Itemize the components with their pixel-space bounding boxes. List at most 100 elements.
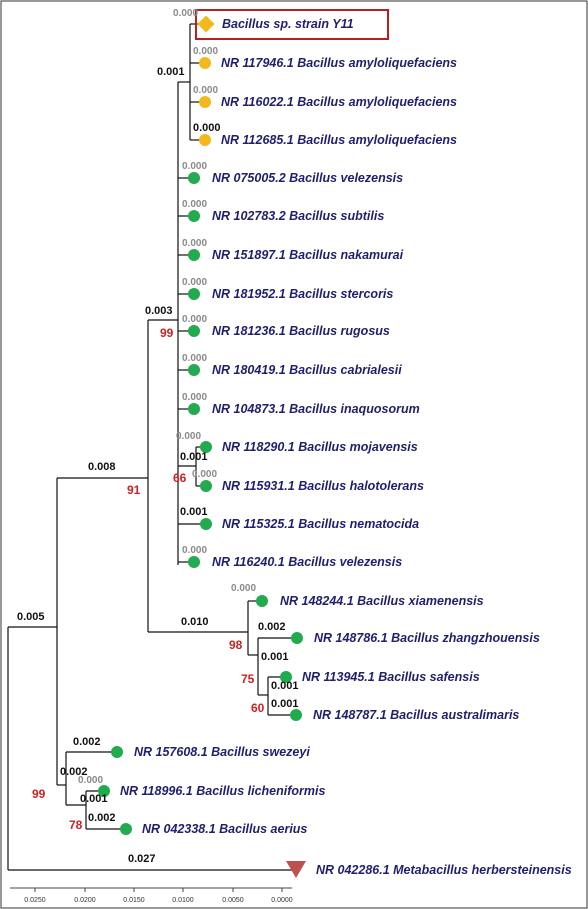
distance-axis: 0.0250 0.0200 0.0150 0.0100 0.0050 0.000… (10, 887, 293, 904)
taxon-label: NR 115325.1 Bacillus nematocida (222, 517, 419, 531)
taxon-label: NR 075005.2 Bacillus velezensis (212, 171, 403, 185)
taxon-label: NR 042286.1 Metabacillus herbersteinensi… (316, 863, 572, 877)
taxon-label: NR 116240.1 Bacillus velezensis (212, 555, 402, 569)
leaf-markers (98, 15, 306, 878)
circle-marker (188, 403, 200, 415)
taxon-label: NR 117946.1 Bacillus amyloliquefaciens (221, 56, 457, 70)
branch-length-label: 0.001 (261, 651, 289, 663)
branch-length-label: 0.001 (80, 793, 108, 805)
taxon-label: NR 181952.1 Bacillus stercoris (212, 287, 393, 301)
taxon-label: NR 118290.1 Bacillus mojavensis (222, 440, 418, 454)
circle-marker (188, 288, 200, 300)
branch-length-label: 0.000 (182, 392, 207, 403)
circle-marker (280, 671, 292, 683)
taxon-label: NR 118996.1 Bacillus licheniformis (120, 784, 325, 798)
circle-marker (200, 480, 212, 492)
branch-length-label: 0.000 (176, 431, 201, 442)
branch-length-label: 0.000 (182, 545, 207, 556)
circle-marker (291, 632, 303, 644)
branch-length-label: 0.001 (180, 451, 208, 463)
tree-branches (7, 23, 297, 871)
bootstrap-value: 99 (32, 787, 46, 801)
taxon-label: NR 113945.1 Bacillus safensis (302, 670, 480, 684)
circle-marker (199, 57, 211, 69)
diamond-marker (197, 15, 215, 33)
focal-strain-box (195, 9, 389, 40)
axis-tick-label: 0.0150 (123, 897, 145, 904)
circle-marker (120, 823, 132, 835)
taxon-label: Bacillus sp. strain Y11 (222, 17, 354, 31)
circle-marker (111, 746, 123, 758)
bootstrap-value: 98 (229, 638, 243, 652)
branch-length-label: 0.027 (128, 853, 156, 865)
bootstrap-value: 75 (241, 672, 255, 686)
branch-length-label: 0.000 (182, 161, 207, 172)
branch-length-label: 0.010 (181, 616, 209, 628)
axis-tick-label: 0.0200 (74, 897, 96, 904)
taxon-label: NR 181236.1 Bacillus rugosus (212, 324, 390, 338)
branch-length-label: 0.008 (88, 461, 116, 473)
circle-marker (188, 364, 200, 376)
circle-marker (188, 172, 200, 184)
branch-length-label: 0.002 (258, 621, 286, 633)
branch-length-label: 0.005 (17, 611, 45, 623)
bootstrap-value: 78 (69, 818, 83, 832)
branch-length-label: 0.001 (157, 66, 185, 78)
bootstrap-value: 60 (251, 701, 265, 715)
branch-length-label: 0.000 (231, 583, 256, 594)
taxon-label: NR 116022.1 Bacillus amyloliquefaciens (221, 95, 457, 109)
branch-length-label: 0.001 (271, 680, 299, 692)
taxon-labels: Bacillus sp. strain Y11 NR 117946.1 Baci… (120, 17, 572, 877)
branch-length-label: 0.000 (182, 353, 207, 364)
branch-length-label: 0.000 (182, 238, 207, 249)
taxon-label: NR 042338.1 Bacillus aerius (142, 822, 307, 836)
circle-marker (188, 249, 200, 261)
branch-length-label: 0.002 (60, 766, 88, 778)
branch-length-labels: 0.000 0.000 0.000 0.000 0.001 0.000 0.00… (17, 8, 299, 865)
branch-length-label: 0.000 (182, 314, 207, 325)
bootstrap-value: 91 (127, 483, 141, 497)
circle-marker (188, 210, 200, 222)
axis-ticks (34, 888, 283, 892)
branch-length-label: 0.000 (193, 46, 218, 57)
branch-length-label: 0.002 (88, 812, 116, 824)
axis-tick-label: 0.0100 (172, 897, 194, 904)
branch-length-label: 0.000 (182, 199, 207, 210)
circle-marker (290, 709, 302, 721)
branch-length-label: 0.001 (271, 698, 299, 710)
circle-marker (256, 595, 268, 607)
circle-marker (188, 556, 200, 568)
taxon-label: NR 102783.2 Bacillus subtilis (212, 209, 384, 223)
branch-length-label: 0.000 (173, 8, 198, 19)
taxon-label: NR 148787.1 Bacillus australimaris (313, 708, 519, 722)
taxon-label: NR 115931.1 Bacillus halotolerans (222, 479, 424, 493)
branch-length-label: 0.000 (78, 775, 103, 786)
bootstrap-value: 66 (173, 471, 187, 485)
taxon-label: NR 148786.1 Bacillus zhangzhouensis (314, 631, 540, 645)
taxon-label: NR 112685.1 Bacillus amyloliquefaciens (221, 133, 457, 147)
taxon-label: NR 180419.1 Bacillus cabrialesii (212, 363, 402, 377)
axis-tick-label: 0.0250 (24, 897, 46, 904)
branch-length-label: 0.002 (73, 736, 101, 748)
branch-length-label: 0.000 (192, 469, 217, 480)
taxon-label: NR 151897.1 Bacillus nakamurai (212, 248, 404, 262)
circle-marker (200, 518, 212, 530)
circle-marker (200, 441, 212, 453)
circle-marker (98, 785, 110, 797)
branch-length-label: 0.000 (193, 122, 221, 134)
bootstrap-value: 99 (160, 326, 174, 340)
branch-length-label: 0.001 (180, 506, 208, 518)
branch-length-label: 0.003 (145, 305, 173, 317)
taxon-label: NR 157608.1 Bacillus swezeyi (134, 745, 310, 759)
bootstrap-labels: 99 66 91 98 75 60 99 78 (32, 326, 265, 832)
taxon-label: NR 148244.1 Bacillus xiamenensis (280, 594, 484, 608)
circle-marker (188, 325, 200, 337)
circle-marker (199, 96, 211, 108)
branch-length-label: 0.000 (182, 277, 207, 288)
axis-tick-label: 0.0050 (222, 897, 244, 904)
taxon-label: NR 104873.1 Bacillus inaquosorum (212, 402, 420, 416)
branch-length-label: 0.000 (193, 85, 218, 96)
triangle-marker (286, 861, 306, 878)
